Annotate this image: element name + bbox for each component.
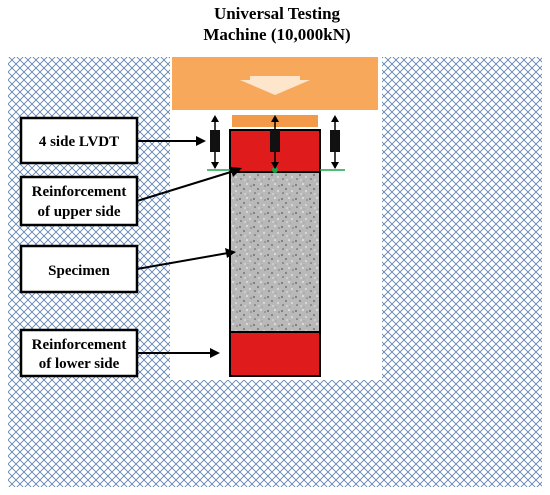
title-line-1: Universal Testing <box>214 4 341 23</box>
title-line-2: Machine (10,000kN) <box>203 25 350 44</box>
specimen <box>229 171 321 333</box>
lvdt-center <box>270 115 280 169</box>
label-lower-line-2: of lower side <box>39 356 120 372</box>
leader-arrow-lvdt <box>137 136 206 146</box>
hatched-panel-bottom <box>170 380 382 487</box>
label-box-lower-reinforcement <box>19 328 139 378</box>
leader-arrow-upper-reinforcement <box>136 167 242 202</box>
label-box-upper-reinforcement <box>19 175 139 227</box>
label-lvdt: 4 side LVDT <box>39 134 119 150</box>
label-box-specimen <box>19 244 139 294</box>
lvdt-right <box>330 115 340 169</box>
lvdt-left <box>210 115 220 169</box>
label-specimen: Specimen <box>48 263 110 279</box>
hatched-panel-right <box>382 57 542 487</box>
label-upper-line-2: of upper side <box>37 204 120 220</box>
leader-arrow-lower-reinforcement <box>137 348 220 358</box>
label-lower-line-1: Reinforcement <box>32 337 127 353</box>
load-direction-arrow <box>240 76 310 95</box>
label-upper-line-1: Reinforcement <box>32 184 127 200</box>
lower-reinforcement <box>229 331 321 377</box>
lvdt-contact-point <box>272 167 278 173</box>
leader-arrow-specimen <box>136 248 236 270</box>
label-box-lvdt <box>19 116 139 165</box>
